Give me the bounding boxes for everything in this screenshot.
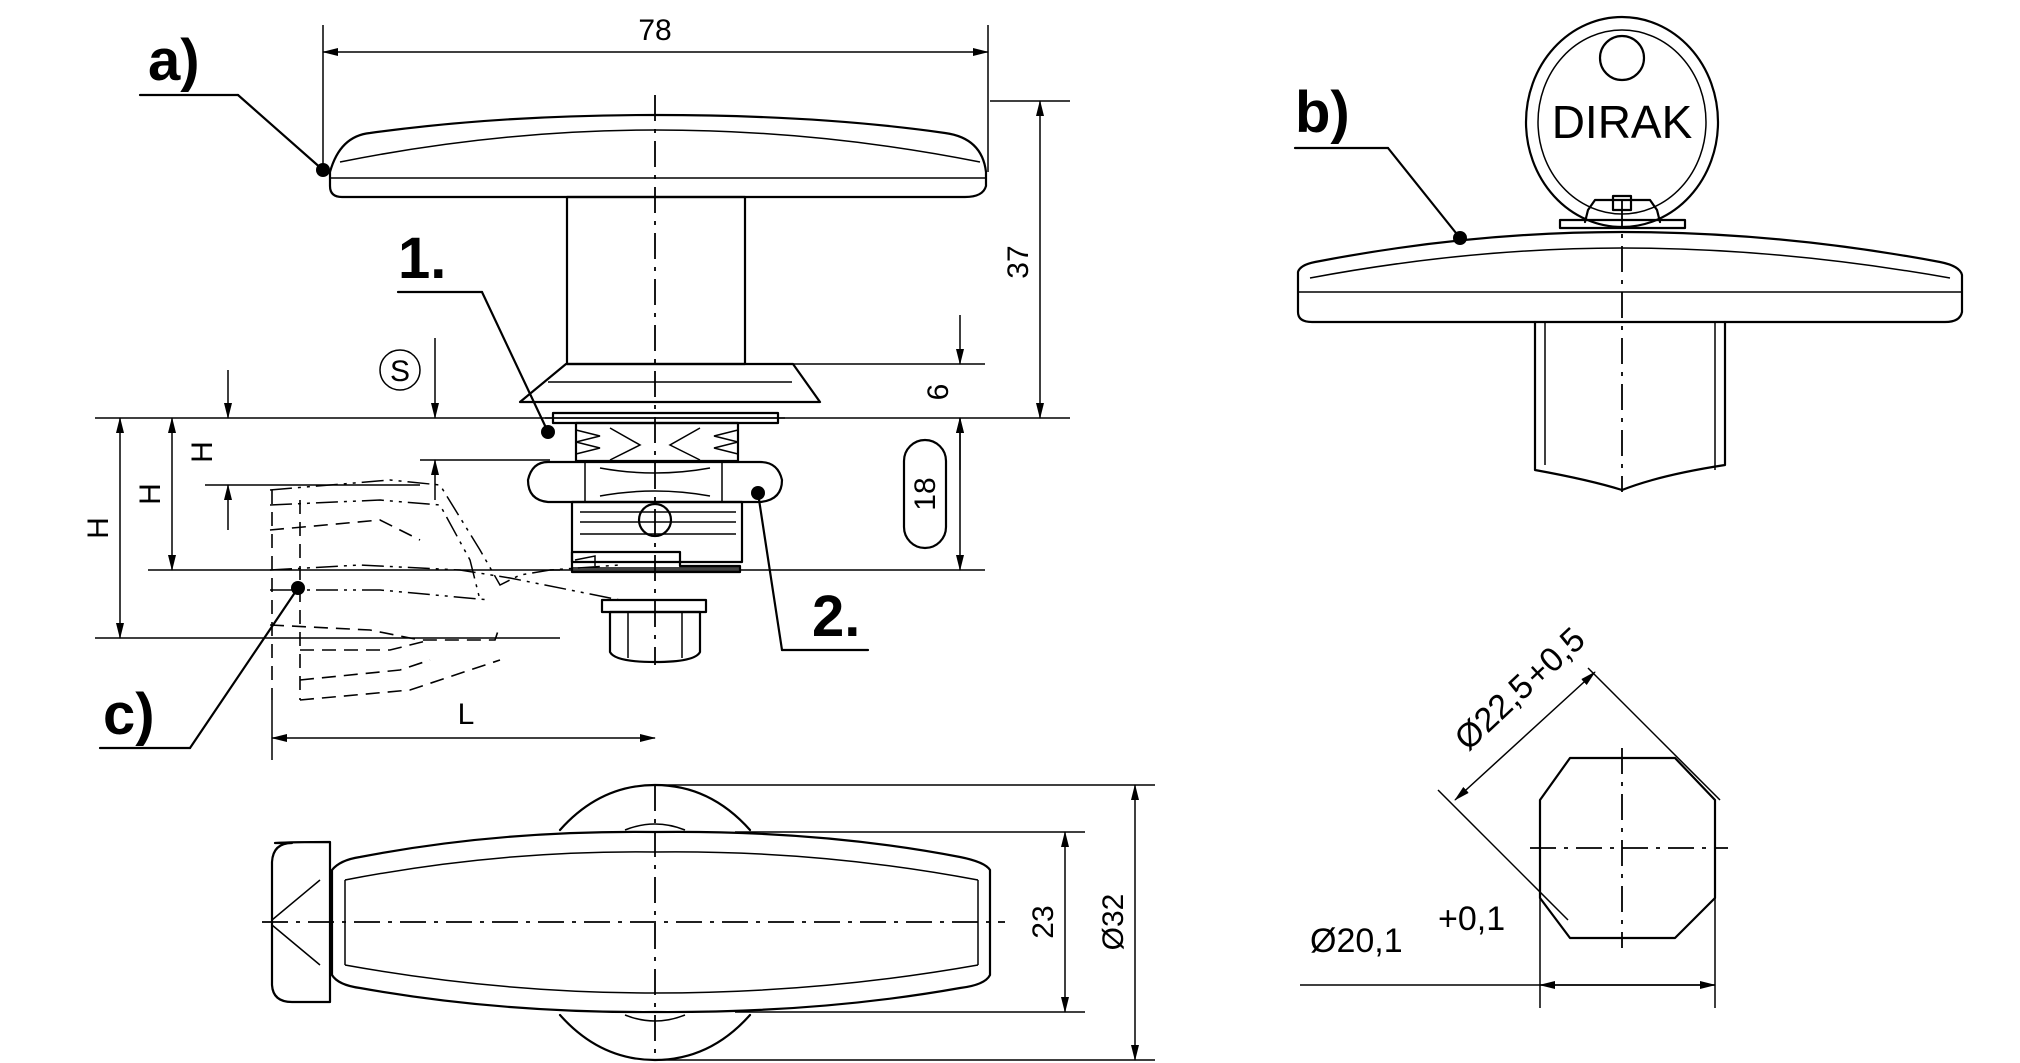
dia-20-1-text: Ø20,1 (1310, 922, 1403, 960)
callout-b: b) (1293, 80, 1467, 245)
callout-c: c) (98, 581, 305, 750)
callout-2: 2. (751, 486, 870, 652)
cam-phantom-positions (269, 479, 621, 701)
dim-h-large: H (82, 517, 115, 539)
dim-6-text: 6 (922, 384, 955, 401)
dim-23-text: 23 (1027, 905, 1060, 938)
dimension-18: 18 (550, 417, 985, 571)
label-a: a) (148, 28, 200, 93)
dia-32-text: Ø32 (1097, 894, 1130, 951)
dimension-6: 6 (790, 315, 985, 470)
top-view: 23 Ø32 (262, 783, 1155, 1062)
label-2: 2. (812, 584, 860, 649)
dimension-l: L (271, 698, 656, 760)
dimension-h-set: H H H (82, 370, 560, 639)
handle-bar (328, 113, 988, 199)
callout-a: a) (138, 28, 330, 177)
dimension-dia-22-5: Ø22,5 +0,5 (1437, 620, 1721, 921)
cutout-shape (1538, 756, 1717, 940)
front-view: 78 37 6 18 S (82, 14, 1070, 760)
key-version-view: DIRAK b) (1293, 15, 1964, 492)
dimension-dia-32: Ø32 (655, 784, 1155, 1061)
dim-h-mid: H (134, 483, 167, 505)
dim-18-text: 18 (909, 477, 942, 510)
label-1: 1. (398, 226, 446, 291)
label-c: c) (103, 682, 155, 747)
dim-l-text: L (458, 698, 475, 731)
dim-h-small: H (186, 441, 219, 463)
dimension-dia-20-1: Ø20,1 +0,1 (1300, 898, 1716, 1008)
key-handle-bar (1296, 230, 1964, 324)
dim-78-text: 78 (638, 14, 671, 47)
handle-shaft (565, 195, 747, 366)
cam (570, 550, 742, 574)
threaded-body (574, 421, 740, 463)
dimension-37: 37 (990, 100, 1070, 419)
key-shaft (1533, 320, 1727, 492)
key-brand: DIRAK (1552, 96, 1693, 148)
dim-37-text: 37 (1002, 245, 1035, 278)
label-b: b) (1295, 80, 1350, 145)
panel-cutout-view: Ø22,5 +0,5 Ø20,1 +0,1 (1300, 620, 1728, 1008)
tol-20-1-text: +0,1 (1438, 900, 1505, 938)
flange (518, 362, 822, 404)
dimension-23: 23 (735, 831, 1085, 1013)
dimension-78: 78 (322, 14, 989, 172)
s-marker: S (379, 338, 550, 500)
dia-22-5-text: Ø22,5 (1448, 667, 1542, 758)
handle-top (330, 830, 992, 1014)
callout-1: 1. (396, 226, 555, 439)
s-text: S (390, 355, 410, 388)
